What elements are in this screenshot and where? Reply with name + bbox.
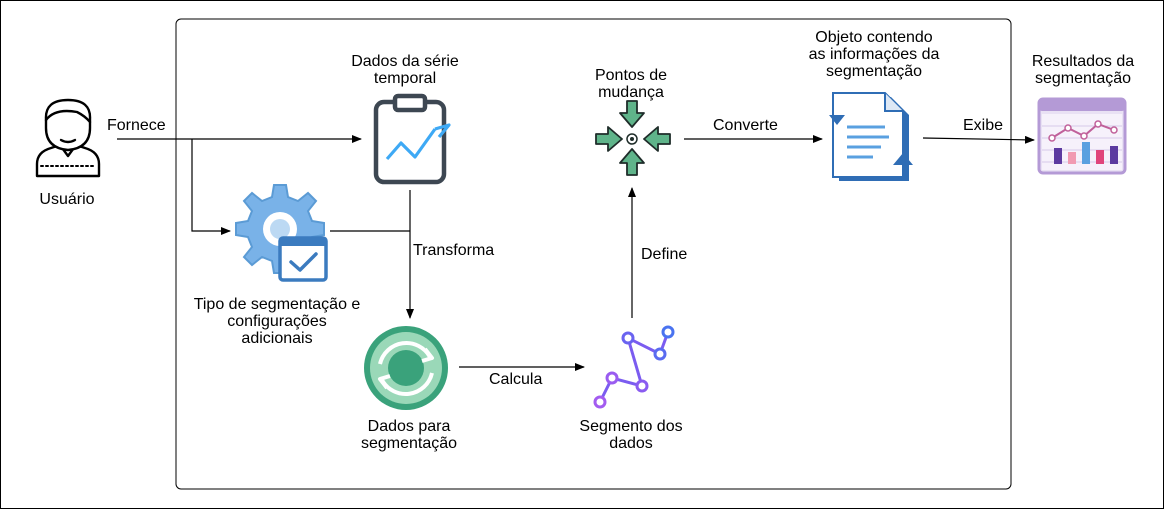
clipboard-chart-icon: [373, 93, 451, 185]
edge-label-transforms: Transforma: [411, 242, 497, 260]
edge-label-defines: Define: [639, 246, 690, 264]
node-label-results: Resultados da segmentação: [1031, 53, 1135, 87]
converging-arrows-icon: [595, 100, 671, 176]
gear-checklist-icon: [235, 184, 328, 282]
system-boundary: [175, 18, 1012, 490]
node-label-data-seg: Dados para segmentação: [360, 418, 458, 452]
edge-provides-config: [191, 139, 231, 235]
edge-displays: [922, 135, 1035, 144]
user-icon: [35, 98, 101, 178]
node-label-object: Objeto contendo as informações da segmen…: [808, 29, 940, 80]
node-label-config: Tipo de segmentação e configurações adic…: [193, 296, 361, 347]
node-label-change-points: Pontos de mudança: [594, 67, 668, 101]
node-label-series: Dados da série temporal: [351, 53, 459, 87]
dashboard-chart-icon: [1037, 97, 1127, 175]
edge-label-displays: Exibe: [961, 117, 1006, 135]
node-label-segment: Segmento dos dados: [579, 418, 683, 452]
refresh-circle-icon: [364, 326, 448, 410]
edge-label-converts: Converte: [711, 117, 780, 135]
connected-nodes-icon: [593, 325, 675, 409]
edge-label-provides: Fornece: [105, 117, 168, 135]
document-icon: [829, 92, 913, 181]
edge-label-calculates: Calcula: [487, 371, 545, 389]
node-label-user: Usuário: [39, 191, 95, 208]
